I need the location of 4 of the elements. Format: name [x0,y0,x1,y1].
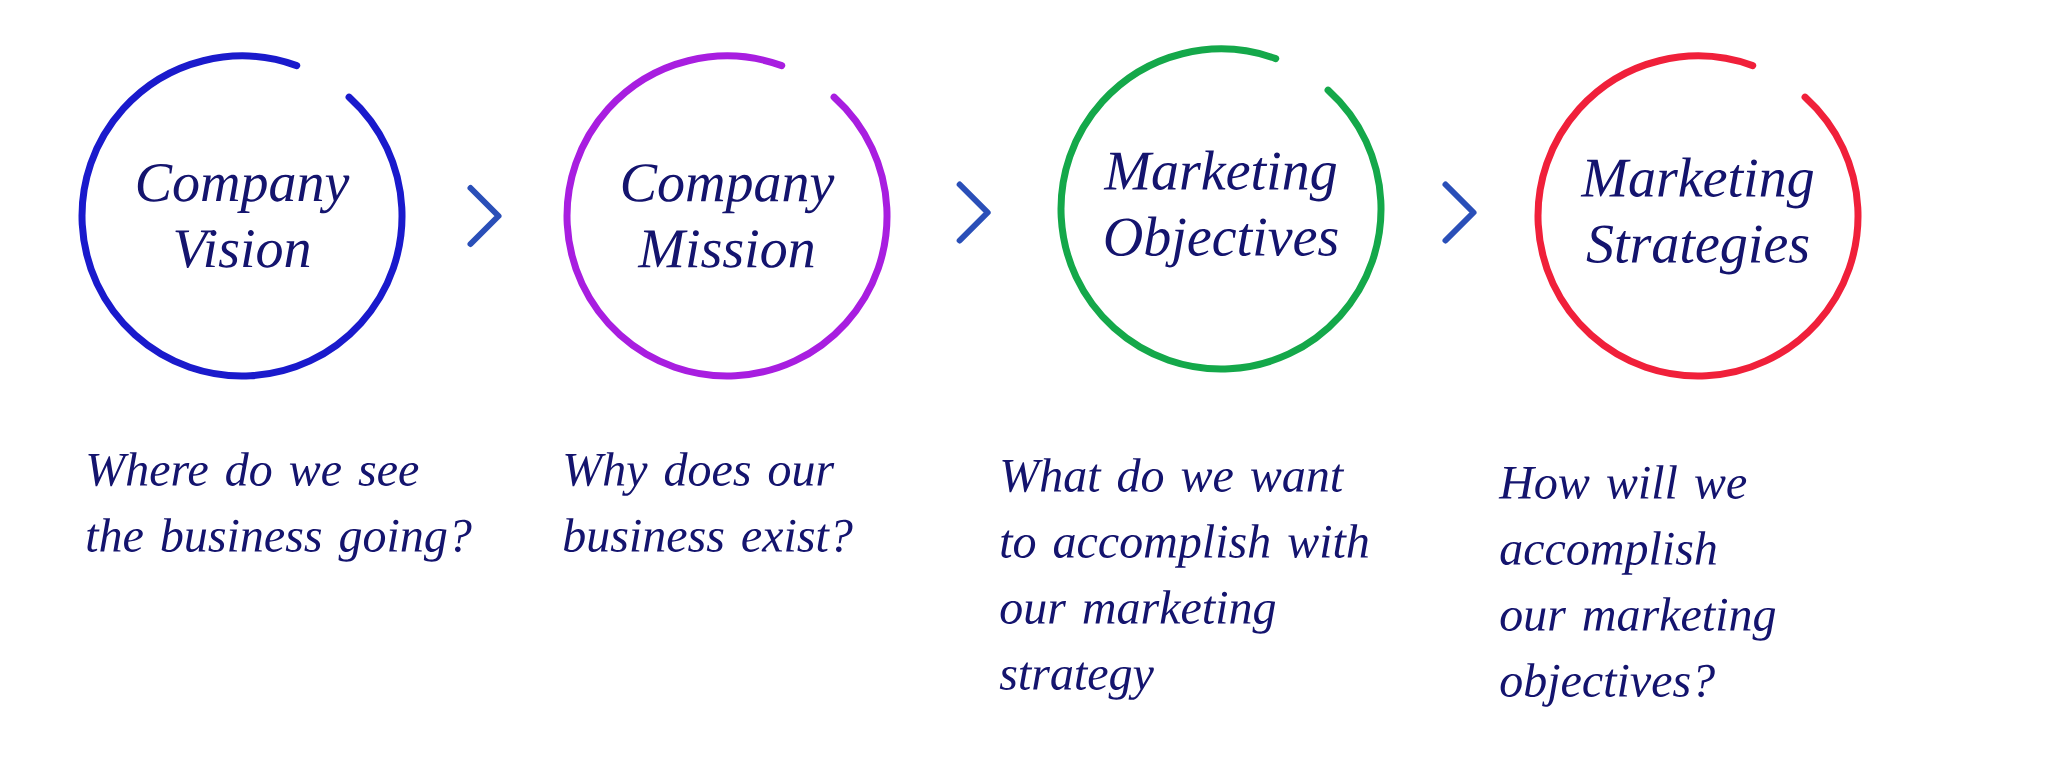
caption-text: Why does our business exist? [564,452,853,553]
caption-text: How will we accomplish our marketing objectives? [1498,465,1776,707]
caption-text: Where do we see the business going? [87,452,472,562]
caption-text: What do we want to accomplish with our marketing strategy [999,458,1368,700]
